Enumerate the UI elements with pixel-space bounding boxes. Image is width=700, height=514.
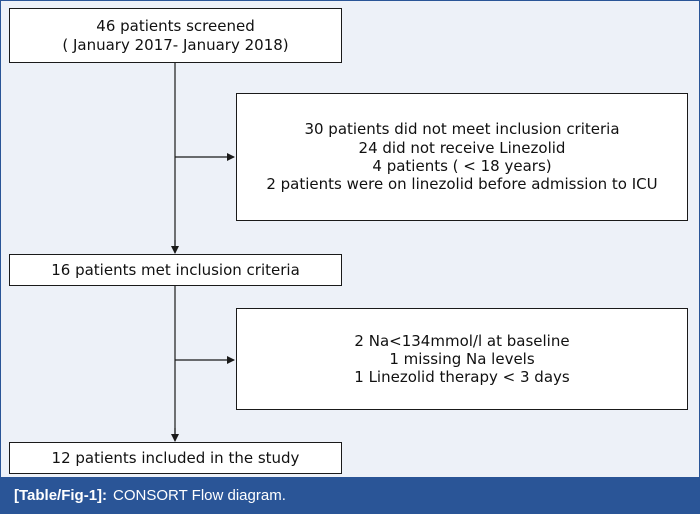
screened-period-text: ( January 2017- January 2018)	[62, 35, 289, 54]
exclusion-reason-text: 1 Linezolid therapy < 3 days	[354, 368, 570, 387]
inclusion-text: 16 patients met inclusion criteria	[51, 260, 300, 279]
exclusion-reason-text: 2 Na<134mmol/l at baseline	[354, 331, 570, 350]
included-box: 12 patients included in the study	[9, 442, 342, 474]
included-text: 12 patients included in the study	[51, 448, 300, 467]
inclusion-box: 16 patients met inclusion criteria	[9, 254, 342, 286]
screened-count-text: 46 patients screened	[96, 17, 255, 36]
exclusion-reason-text: 24 did not receive Linezolid	[358, 138, 566, 157]
screened-box: 46 patients screened ( January 2017- Jan…	[9, 8, 342, 63]
exclusion-total-text: 30 patients did not meet inclusion crite…	[304, 120, 620, 139]
exclusion-reason-text: 2 patients were on linezolid before admi…	[266, 175, 658, 194]
caption-text: CONSORT Flow diagram.	[113, 487, 286, 504]
exclusion-reason-text: 4 patients ( < 18 years)	[372, 157, 552, 175]
exclusion-box-first: 30 patients did not meet inclusion crite…	[236, 93, 688, 221]
caption-label: [Table/Fig-1]:	[14, 487, 108, 504]
exclusion-reason-text: 1 missing Na levels	[389, 349, 535, 368]
figure-caption: [Table/Fig-1]: CONSORT Flow diagram.	[0, 477, 700, 514]
exclusion-box-second: 2 Na<134mmol/l at baseline 1 missing Na …	[236, 308, 688, 410]
